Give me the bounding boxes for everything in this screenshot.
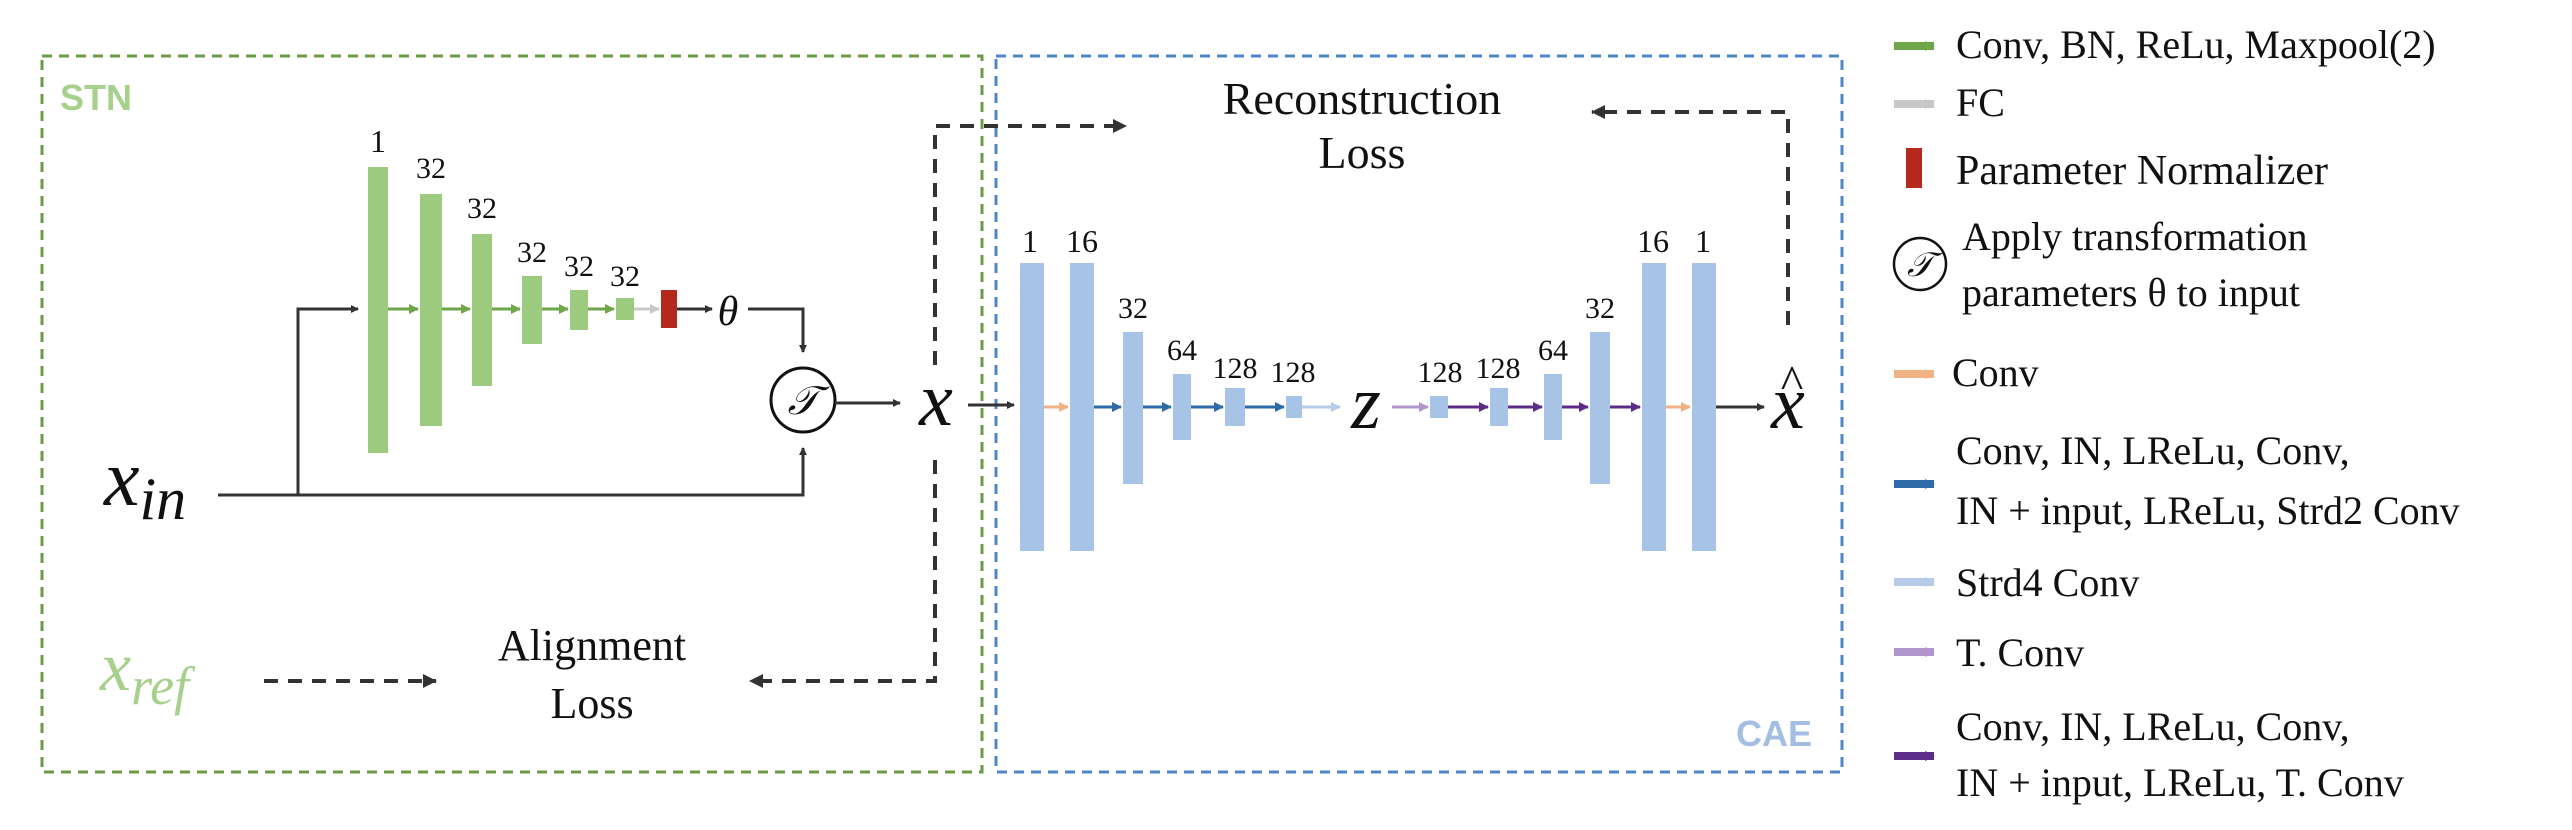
cae-channel-label: 32 <box>1118 292 1148 325</box>
aligned-x-symbol: x <box>918 358 953 442</box>
cae-channel-label: 64 <box>1538 334 1568 367</box>
cae-channel-label: 16 <box>1066 223 1098 259</box>
cae-channel-label: 128 <box>1271 356 1316 389</box>
legend-transform-label: Apply transformation <box>1962 214 2308 259</box>
stn-layer-bar <box>616 298 634 320</box>
alignment-loss-label: Loss <box>550 679 633 728</box>
cae-decoder-bar <box>1692 263 1716 551</box>
legend-green-label: Conv, BN, ReLu, Maxpool(2) <box>1956 22 2436 67</box>
reconstruction-xhat-symbol: x <box>1770 361 1805 445</box>
alignment-loss-label: Alignment <box>498 621 686 670</box>
legend-gray-label: FC <box>1956 80 2005 125</box>
stn-label: STN <box>60 77 132 118</box>
xhat-to-reconstruction-loss-path <box>1591 105 1790 325</box>
x-to-alignment-loss-path <box>749 460 937 688</box>
legend-orange-label: Conv <box>1952 350 2039 395</box>
cae-channel-label: 1 <box>1695 223 1711 259</box>
cae-channel-label: 128 <box>1213 352 1258 385</box>
stn-channel-label: 32 <box>610 260 640 293</box>
legend-transform-icon <box>1892 236 1948 292</box>
cae-channel-label: 32 <box>1585 292 1615 325</box>
stn-channel-label: 32 <box>467 192 497 225</box>
cae-encoder-bar <box>1225 388 1245 426</box>
stn-layer-bar <box>522 276 542 344</box>
parameter-normalizer-bar <box>661 290 677 328</box>
legend-blue-label: IN + input, LReLu, Strd2 Conv <box>1956 488 2460 533</box>
stn-channel-label: 32 <box>517 236 547 269</box>
theta-to-transform-arrow <box>748 307 807 353</box>
cae-label: CAE <box>1736 713 1812 754</box>
theta-symbol: θ <box>718 289 739 335</box>
legend-transform-label: parameters θ to input <box>1962 270 2300 315</box>
legend-red-swatch <box>1906 148 1922 188</box>
cae-decoder-bar <box>1490 388 1508 426</box>
legend: Conv, BN, ReLu, Maxpool(2) FC Parameter … <box>1892 22 2460 805</box>
stn-channel-label: 32 <box>564 250 594 283</box>
stn-layer-bar <box>472 234 492 386</box>
x-to-reconstruction-loss-path <box>933 119 1127 365</box>
legend-lavender-label: T. Conv <box>1956 630 2084 675</box>
cae-decoder-bar <box>1544 374 1562 440</box>
cae-channel-label: 128 <box>1418 356 1463 389</box>
legend-red-label: Parameter Normalizer <box>1956 148 2328 194</box>
stn-frame <box>40 54 984 774</box>
reconstruction-loss-label: Reconstruction <box>1223 73 1502 124</box>
cae-decoder-bar <box>1430 396 1448 418</box>
legend-blue-label: Conv, IN, LReLu, Conv, <box>1956 428 2350 473</box>
legend-purple-label: Conv, IN, LReLu, Conv, <box>1956 704 2350 749</box>
stn-layer-bar <box>570 290 588 330</box>
transform-operator <box>769 366 837 434</box>
input-x-in: xin <box>103 435 186 532</box>
stn-layer-bar <box>420 194 442 426</box>
stn-channel-label: 1 <box>370 123 386 159</box>
reference-x-ref: xref <box>99 629 196 716</box>
legend-lightblue-label: Strd4 Conv <box>1956 560 2139 605</box>
latent-z-symbol: z <box>1350 361 1381 445</box>
cae-decoder-bar <box>1642 263 1666 551</box>
cae-decoder-bar <box>1590 332 1610 484</box>
cae-encoder-bar <box>1070 263 1094 551</box>
stn-channel-label: 32 <box>416 152 446 185</box>
cae-encoder-bar <box>1020 263 1044 551</box>
cae-encoder-bar <box>1286 396 1302 418</box>
cae-channel-label: 128 <box>1476 352 1521 385</box>
reconstruction-xhat-accent: ^ <box>1781 356 1804 409</box>
cae-encoder-bar <box>1173 374 1191 440</box>
cae-channel-label: 16 <box>1637 223 1669 259</box>
stn-layer-bar <box>368 167 388 453</box>
cae-channel-label: 1 <box>1022 223 1038 259</box>
cae-encoder-bar <box>1123 332 1143 484</box>
input-to-stn-path <box>296 305 359 495</box>
cae-channel-label: 64 <box>1167 334 1197 367</box>
legend-purple-label: IN + input, LReLu, T. Conv <box>1956 760 2404 805</box>
reconstruction-loss-label: Loss <box>1319 127 1406 178</box>
input-to-transform-path <box>218 447 807 497</box>
